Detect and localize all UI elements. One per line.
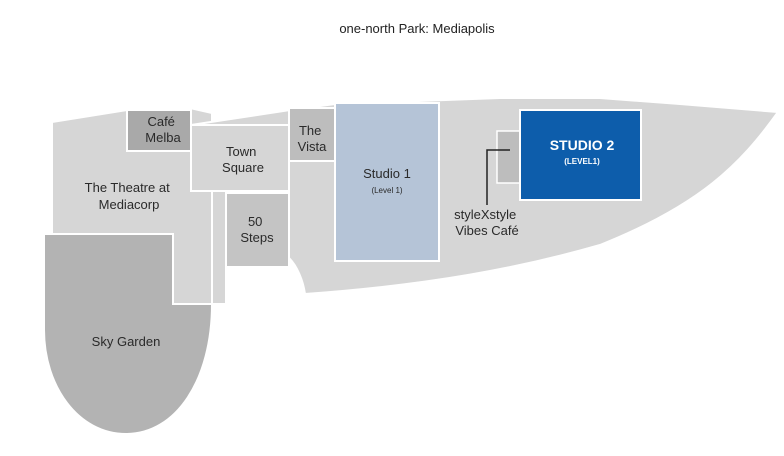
theatre-label: The Theatre at Mediacorp — [85, 180, 174, 212]
cafe-melba-line1: Café — [147, 114, 174, 129]
the-vista-label-line2: Vista — [298, 139, 327, 154]
map-title: one-north Park: Mediapolis — [339, 21, 495, 36]
sky-garden-area[interactable] — [43, 233, 214, 436]
studio2-area[interactable] — [519, 109, 642, 201]
fifty-steps-label-line2: Steps — [240, 230, 274, 245]
the-vista-label: The Vista — [298, 123, 327, 154]
stylexstyle-label: styleXstyle Vibes Café — [454, 207, 520, 238]
studio2-sub-label: (LEVEL1) — [564, 157, 600, 166]
stylexstyle-label-line1: styleXstyle — [454, 207, 516, 222]
the-vista-area[interactable] — [288, 107, 336, 162]
fifty-steps-label-line1: 50 — [248, 214, 262, 229]
cafe-melba-area[interactable] — [126, 109, 192, 152]
town-square-label-line1: Town — [226, 144, 256, 159]
studio2-name-label: STUDIO 2 — [550, 137, 615, 153]
theatre-label-line2: Mediacorp — [99, 197, 160, 212]
studio1-area[interactable] — [334, 102, 440, 262]
fifty-steps-label: 50 Steps — [240, 214, 274, 245]
stylexstyle-label-line2: Vibes Café — [455, 223, 518, 238]
cafe-melba-line2: Melba — [145, 130, 181, 145]
theatre-label-line1: The Theatre at — [85, 180, 170, 195]
town-square-area[interactable] — [190, 124, 290, 192]
studio1-name-label: Studio 1 — [363, 166, 411, 181]
stylexstyle-block[interactable] — [496, 130, 521, 184]
studio1-sub-label: (Level 1) — [371, 186, 402, 195]
town-square-label-line2: Square — [222, 160, 264, 175]
sky-garden-label: Sky Garden — [92, 334, 161, 349]
fifty-steps-area[interactable] — [225, 192, 290, 268]
stylexstyle-leader-line — [486, 149, 510, 205]
town-square-label: Town Square — [222, 144, 264, 175]
cafe-melba-label: Café Melba — [145, 114, 181, 145]
the-vista-label-line1: The — [299, 123, 321, 138]
